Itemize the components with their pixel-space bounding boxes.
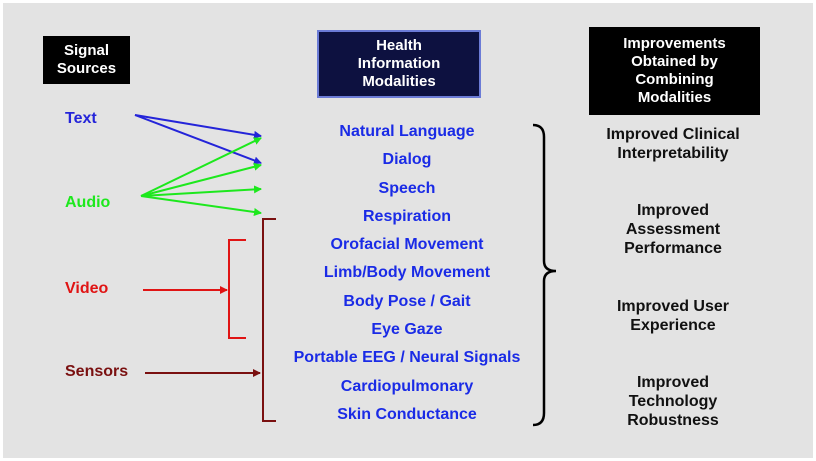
arrow-text-to-natural-language [134,114,262,139]
modality-speech: Speech [378,180,436,197]
sensors-bracket [262,218,276,422]
diagram-canvas: Signal Sources Health Information Modali… [3,3,813,458]
modality-skin-conductance: Skin Conductance [337,406,477,423]
modality-natural-language: Natural Language [339,123,475,140]
improvement-technology-robustness: Improved Technology Robustness [627,374,719,429]
arrow-audio-to-respiration [140,195,262,216]
improvement-assessment-performance: Improved Assessment Performance [624,202,722,257]
modality-limb-body-movement: Limb/Body Movement [323,264,491,281]
modality-dialog: Dialog [382,151,432,168]
arrow-text-to-dialog [134,114,262,165]
arrow-audio-to-dialog [140,162,262,197]
arrow-audio-to-speech [140,185,262,197]
modality-body-pose-gait: Body Pose / Gait [343,293,471,310]
signal-sources-header: Signal Sources [43,36,130,84]
modality-portable-eeg: Portable EEG / Neural Signals [293,349,521,366]
improvement-clinical-interpretability: Improved Clinical Interpretability [606,126,740,162]
source-sensors: Sensors [65,363,129,380]
modality-cardiopulmonary: Cardiopulmonary [340,378,474,395]
improvement-user-experience: Improved User Experience [616,298,730,334]
improvements-curly-brace [532,123,557,427]
source-audio: Audio [65,194,111,211]
video-bracket [228,239,246,339]
modality-orofacial-movement: Orofacial Movement [330,236,484,253]
modality-eye-gaze: Eye Gaze [371,321,443,338]
modality-respiration: Respiration [362,208,451,225]
health-information-modalities-header: Health Information Modalities [317,30,481,98]
connector-layer [134,114,557,427]
improvements-header: Improvements Obtained by Combining Modal… [589,27,760,115]
arrow-audio-to-natural-language [140,137,262,197]
source-video: Video [65,280,109,297]
source-text: Text [65,110,97,127]
